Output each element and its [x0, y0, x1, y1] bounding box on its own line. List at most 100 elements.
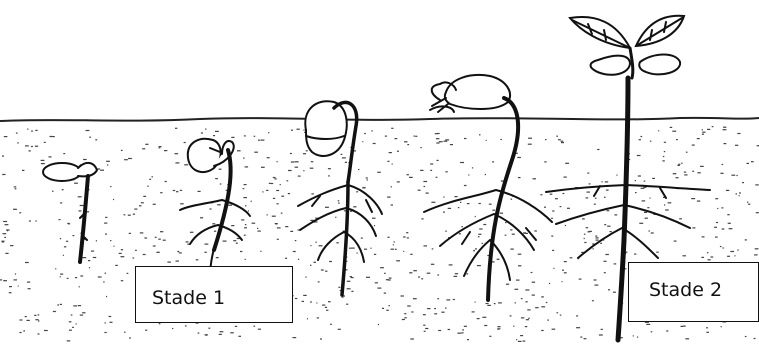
soil-dot	[4, 136, 8, 137]
soil-dot	[328, 175, 330, 176]
soil-dot	[315, 242, 316, 243]
soil-dot	[27, 320, 30, 321]
soil-dot	[248, 210, 249, 211]
soil-dot	[644, 212, 647, 213]
soil-dot	[739, 192, 741, 193]
soil-dot	[722, 247, 723, 248]
soil-dot	[5, 224, 9, 225]
soil-dot	[351, 291, 353, 292]
soil-dot	[403, 236, 406, 237]
soil-dot	[342, 297, 344, 298]
soil-dot	[373, 143, 376, 144]
soil-dot	[649, 230, 650, 231]
soil-dot	[432, 248, 434, 249]
soil-dot	[295, 240, 297, 241]
soil-dot	[589, 231, 592, 232]
soil-dot	[156, 252, 159, 253]
soil-dot	[444, 141, 448, 142]
soil-dot	[457, 333, 461, 334]
soil-dot	[707, 129, 710, 130]
soil-dot	[697, 172, 700, 173]
soil-dot	[423, 314, 426, 315]
soil-dot	[728, 223, 731, 224]
soil-dot	[478, 236, 480, 237]
soil-dot	[41, 163, 45, 164]
soil-dot	[219, 334, 222, 335]
soil-dot	[258, 140, 260, 141]
soil-dot	[580, 337, 582, 338]
soil-dot	[524, 233, 528, 234]
soil-surface-line	[0, 118, 759, 121]
soil-dot	[391, 249, 395, 250]
soil-dot	[172, 328, 173, 329]
soil-dot	[565, 163, 569, 164]
soil-dot	[160, 192, 162, 193]
soil-dot	[437, 274, 439, 275]
soil-dot	[731, 175, 735, 176]
soil-dot	[404, 313, 406, 314]
soil-dot	[277, 161, 278, 162]
soil-dot	[60, 304, 62, 305]
soil-dot	[378, 324, 379, 325]
soil-dot	[595, 285, 599, 286]
soil-dot	[692, 227, 695, 228]
soil-dot	[338, 329, 341, 330]
soil-dot	[599, 334, 603, 335]
soil-dot	[486, 303, 489, 304]
soil-dot	[35, 220, 36, 221]
soil-dot	[563, 193, 565, 194]
soil-dot	[49, 156, 52, 157]
soil-dot	[391, 204, 393, 205]
soil-dot	[642, 200, 646, 201]
soil-dot	[639, 223, 643, 224]
soil-dot	[521, 317, 524, 318]
soil-dot	[395, 249, 397, 250]
soil-dot	[479, 228, 482, 229]
soil-dot	[722, 164, 724, 165]
soil-dot	[276, 190, 279, 191]
soil-dot	[460, 202, 461, 203]
soil-dot	[734, 255, 735, 256]
soil-dot	[326, 310, 328, 311]
soil-dot	[361, 238, 363, 239]
soil-dot	[245, 166, 249, 167]
soil-dot	[3, 221, 7, 222]
soil-dot	[244, 135, 246, 136]
soil-dot	[254, 326, 256, 327]
soil-dot	[180, 203, 184, 204]
soil-dot	[650, 141, 651, 142]
soil-dot	[25, 262, 29, 263]
soil-dot	[748, 204, 750, 205]
soil-dot	[387, 197, 391, 198]
soil-dot	[505, 235, 507, 236]
soil-dot	[678, 164, 680, 165]
soil-dot	[121, 256, 125, 257]
soil-dot	[133, 214, 135, 215]
soil-dot	[482, 243, 483, 244]
soil-dot	[756, 212, 759, 213]
soil-dot	[62, 189, 64, 190]
soil-dot	[584, 234, 586, 235]
soil-dot	[133, 257, 135, 258]
soil-dot	[2, 174, 5, 175]
soil-dot	[15, 273, 16, 274]
plant-3-seedling	[298, 101, 382, 295]
soil-dot	[721, 326, 722, 327]
soil-dot	[729, 228, 733, 229]
soil-dot	[16, 133, 18, 134]
soil-dot	[528, 318, 530, 319]
soil-dot	[604, 224, 606, 225]
soil-dot	[386, 279, 389, 280]
soil-dot	[437, 298, 439, 299]
soil-dot	[505, 222, 506, 223]
soil-dot	[431, 202, 435, 203]
soil-dot	[25, 145, 29, 146]
soil-dot	[184, 142, 186, 143]
soil-dot	[658, 130, 659, 131]
soil-dot	[562, 281, 563, 282]
soil-dot	[736, 193, 738, 194]
soil-dot	[124, 332, 125, 333]
soil-dot	[98, 276, 102, 277]
soil-dot	[479, 203, 481, 204]
soil-dot	[564, 272, 567, 273]
